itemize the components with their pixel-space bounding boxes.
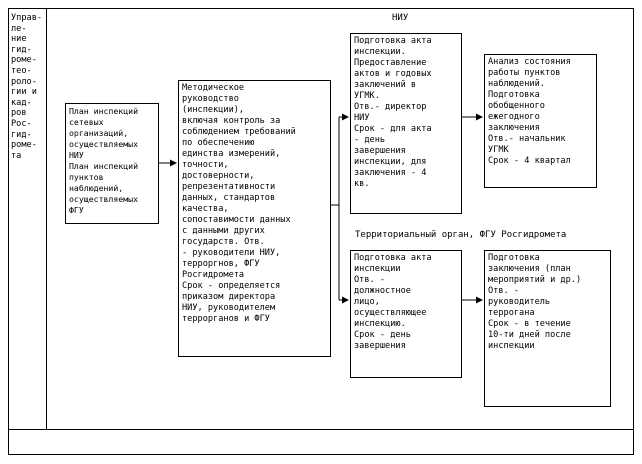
territorial-label: Территориальный орган, ФГУ Росгидромета xyxy=(355,230,567,240)
frame-bottom-divider xyxy=(8,429,634,430)
inspection-plan-box: План инспекций сетевых организаций, осущ… xyxy=(65,103,159,224)
niu-label: НИУ xyxy=(392,13,409,23)
niu-analysis-box: Анализ состояния работы пунктов наблюден… xyxy=(484,54,597,188)
niu-act-preparation-box: Подготовка акта инспекции. Предоставлени… xyxy=(350,33,462,214)
department-box: Управ- ле- ние гид- роме- тео- роло- гии… xyxy=(8,8,47,430)
territorial-act-preparation-box: Подготовка акта инспекции Отв. - должнос… xyxy=(350,250,462,378)
methodical-guidance-box: Методическое руководство (инспекции), вк… xyxy=(178,80,331,357)
territorial-conclusion-box: Подготовка заключения (план мероприятий … xyxy=(484,250,611,407)
